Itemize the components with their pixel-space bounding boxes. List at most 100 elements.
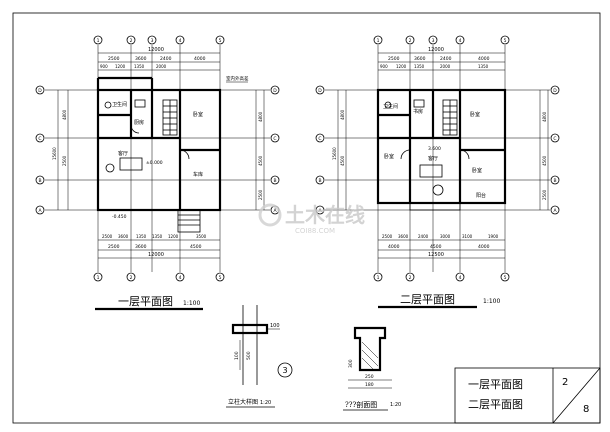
p2-left-2: 4800 <box>340 109 345 120</box>
p2-bot-1: 4000 <box>388 244 400 250</box>
p2-room-7: 阳台 <box>476 192 486 199</box>
p1-bot2-6: 3500 <box>196 234 207 239</box>
p2-bot-2: 4500 <box>430 244 442 250</box>
p2-bot-3: 4000 <box>478 244 490 250</box>
room-label-1: 卫生间 <box>112 101 127 108</box>
plan1-title: 一层平面图 <box>118 295 173 308</box>
p2-overall-bottom: 12500 <box>428 252 444 258</box>
p2-axis-b1: 1 <box>377 275 380 281</box>
p1-bot-3: 4500 <box>190 244 202 250</box>
p1-right-2: 4500 <box>258 155 263 166</box>
p1-overall-top: 12000 <box>148 47 164 53</box>
p1-bot2-4: 1350 <box>152 234 163 239</box>
p2-axis-A: A <box>318 208 322 214</box>
p2-axis-2: 2 <box>409 38 412 44</box>
p2-right-1: 4800 <box>542 111 547 122</box>
p2-top2-3: 1350 <box>414 64 425 69</box>
p1-axis-D: D <box>38 88 42 94</box>
room-label-5: 车库 <box>193 171 203 178</box>
tb-line-1: 一层平面图 <box>468 378 523 391</box>
p1-axis-A: A <box>38 208 42 214</box>
plan1-note: 室内外高差 <box>226 75 249 82</box>
p1-left-1: 15600 <box>52 147 57 160</box>
p1-axis-rA: A <box>273 208 277 214</box>
p2-axis-b5: 5 <box>504 275 507 281</box>
p2-top2-5: 1350 <box>478 64 489 69</box>
p1-axis-rB: B <box>273 178 276 184</box>
p1-top2-4: 2000 <box>156 64 167 69</box>
p1-right-1: 4800 <box>258 111 263 122</box>
p1-axis-rD: D <box>273 88 277 94</box>
p2-bot2-5: 3100 <box>462 234 473 239</box>
p2-bot2-1: 2500 <box>382 234 393 239</box>
room-label-3: 卧室 <box>193 111 203 118</box>
tb-total: 8 <box>583 404 589 415</box>
p2-top2-4: 2000 <box>440 64 451 69</box>
p1-top2-3: 1350 <box>134 64 145 69</box>
p1-axis-b2: 2 <box>130 275 133 281</box>
p1-bot-2: 3600 <box>135 244 147 250</box>
p1-axis-B: B <box>38 178 41 184</box>
p2-axis-b4: 4 <box>459 275 462 281</box>
p2-top2-1: 900 <box>380 64 388 69</box>
p1-axis-2: 2 <box>130 38 133 44</box>
p1-axis-1: 1 <box>97 38 100 44</box>
tb-num: 2 <box>562 377 568 388</box>
p2-room-5: 卫生间 <box>383 103 398 110</box>
p1-overall-bottom: 12000 <box>148 252 164 258</box>
p1-axis-5: 5 <box>219 38 222 44</box>
d2-dim-3: 300 <box>348 359 354 368</box>
p2-room-6: 书房 <box>413 108 423 115</box>
p2-right-2: 4500 <box>542 155 547 166</box>
p2-room-4: 卧室 <box>472 167 482 174</box>
p2-left-3: 4500 <box>340 155 345 166</box>
p2-axis-3: 3 <box>432 38 435 44</box>
tb-line-2: 二层平面图 <box>468 398 523 411</box>
p2-axis-rB: B <box>553 178 556 184</box>
detail-section: 250 180 300 ???剖面图 1:20 <box>343 326 401 411</box>
p2-axis-1: 1 <box>377 38 380 44</box>
p1-axis-3: 3 <box>151 38 154 44</box>
p1-axis-b4: 4 <box>179 275 182 281</box>
p2-room-3: 客厅 <box>428 155 438 162</box>
p2-axis-rC: C <box>553 136 556 142</box>
p1-left-2: 4800 <box>62 109 67 120</box>
p2-axis-b2: 2 <box>409 275 412 281</box>
p2-left-1: 15600 <box>332 147 337 160</box>
detail2-scale: 1:20 <box>390 402 401 408</box>
watermark-text: 土木在线 <box>285 203 365 227</box>
plan-2: 卧室 卧室 客厅 卧室 卫生间 书房 阳台 3.600 12000 2500 3… <box>315 35 560 309</box>
sheet-border <box>12 12 601 424</box>
outdoor-level: -0.450 <box>112 214 127 220</box>
p2-axis-D: D <box>318 88 322 94</box>
d1-dim-1: 100 <box>270 323 280 329</box>
d2-dim-2: 180 <box>365 382 374 388</box>
p1-left-3: 2500 <box>62 155 67 166</box>
p1-top-1: 2500 <box>108 56 120 62</box>
watermark-sub: COI88.COM <box>295 227 335 235</box>
p2-right-3: 2500 <box>542 189 547 200</box>
p1-axis-b5: 5 <box>219 275 222 281</box>
p2-axis-4: 4 <box>459 38 462 44</box>
p2-room-1: 卧室 <box>470 111 480 118</box>
level-label: ±0.000 <box>146 160 163 166</box>
d2-dim-1: 250 <box>365 374 374 380</box>
room-label-4: 客厅 <box>118 150 128 157</box>
p1-bot2-1: 2500 <box>102 234 113 239</box>
p2-axis-rA: A <box>553 208 557 214</box>
p2-top-1: 2500 <box>388 56 400 62</box>
p2-bot2-4: 3000 <box>440 234 451 239</box>
p2-bot2-2: 3600 <box>398 234 409 239</box>
p2-top-3: 2400 <box>440 56 452 62</box>
p1-top2-1: 900 <box>100 64 108 69</box>
d1-dim-2: 100 <box>234 351 240 360</box>
detail1-scale: 1:20 <box>260 400 271 406</box>
p1-bot2-2: 3600 <box>118 234 129 239</box>
d1-dim-3: 500 <box>246 351 252 360</box>
watermark: 土木在线 COI88.COM <box>258 203 365 235</box>
p1-bot-1: 2500 <box>108 244 120 250</box>
p2-axis-B: B <box>318 178 321 184</box>
detail2-title: ???剖面图 <box>345 400 377 409</box>
p1-bot2-5: 1200 <box>168 234 179 239</box>
p2-overall-top: 12000 <box>428 47 444 53</box>
